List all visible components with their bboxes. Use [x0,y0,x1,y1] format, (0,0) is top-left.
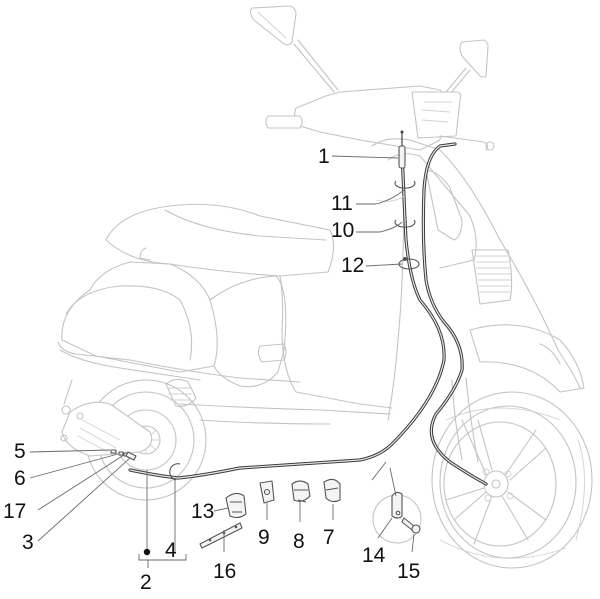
part-6 [118,451,124,456]
callout-7: 7 [323,526,335,549]
front-wheel [431,391,593,569]
left-grip [265,115,303,129]
part-8 [291,480,311,502]
part-4-clip [169,463,181,481]
part-13 [225,492,247,519]
callout-3: 3 [22,531,34,554]
engine-cover [61,401,153,457]
callout-1: 1 [318,145,330,168]
callout-14: 14 [362,544,386,567]
part-5 [110,449,117,454]
left-mirror [249,5,297,46]
callout-8: 8 [293,530,305,553]
callout-5: 5 [14,440,26,463]
callout-12: 12 [341,254,365,277]
rear-fittings [110,449,181,481]
callout-10: 10 [331,219,355,242]
part-7 [323,478,341,503]
callout-2: 2 [140,571,152,594]
part-16 [199,522,243,549]
part-3 [125,451,137,461]
right-mirror [459,39,489,78]
callout-9: 9 [258,526,270,549]
callout-16: 16 [213,560,237,583]
callout-13: 13 [191,500,215,523]
callout-6: 6 [14,467,26,490]
part-15-head [411,524,421,534]
loose-parts [199,478,422,549]
callout-15: 15 [397,560,421,583]
headlight [411,91,462,139]
seat [105,203,335,277]
callout-11: 11 [331,192,353,215]
scooter-outline [57,5,593,569]
callout-17: 17 [3,500,27,523]
column-clips [375,180,420,270]
callout-4: 4 [165,539,177,562]
bracket-marker-dot [143,548,151,556]
part-9 [259,480,275,504]
leader-lines [29,155,415,568]
